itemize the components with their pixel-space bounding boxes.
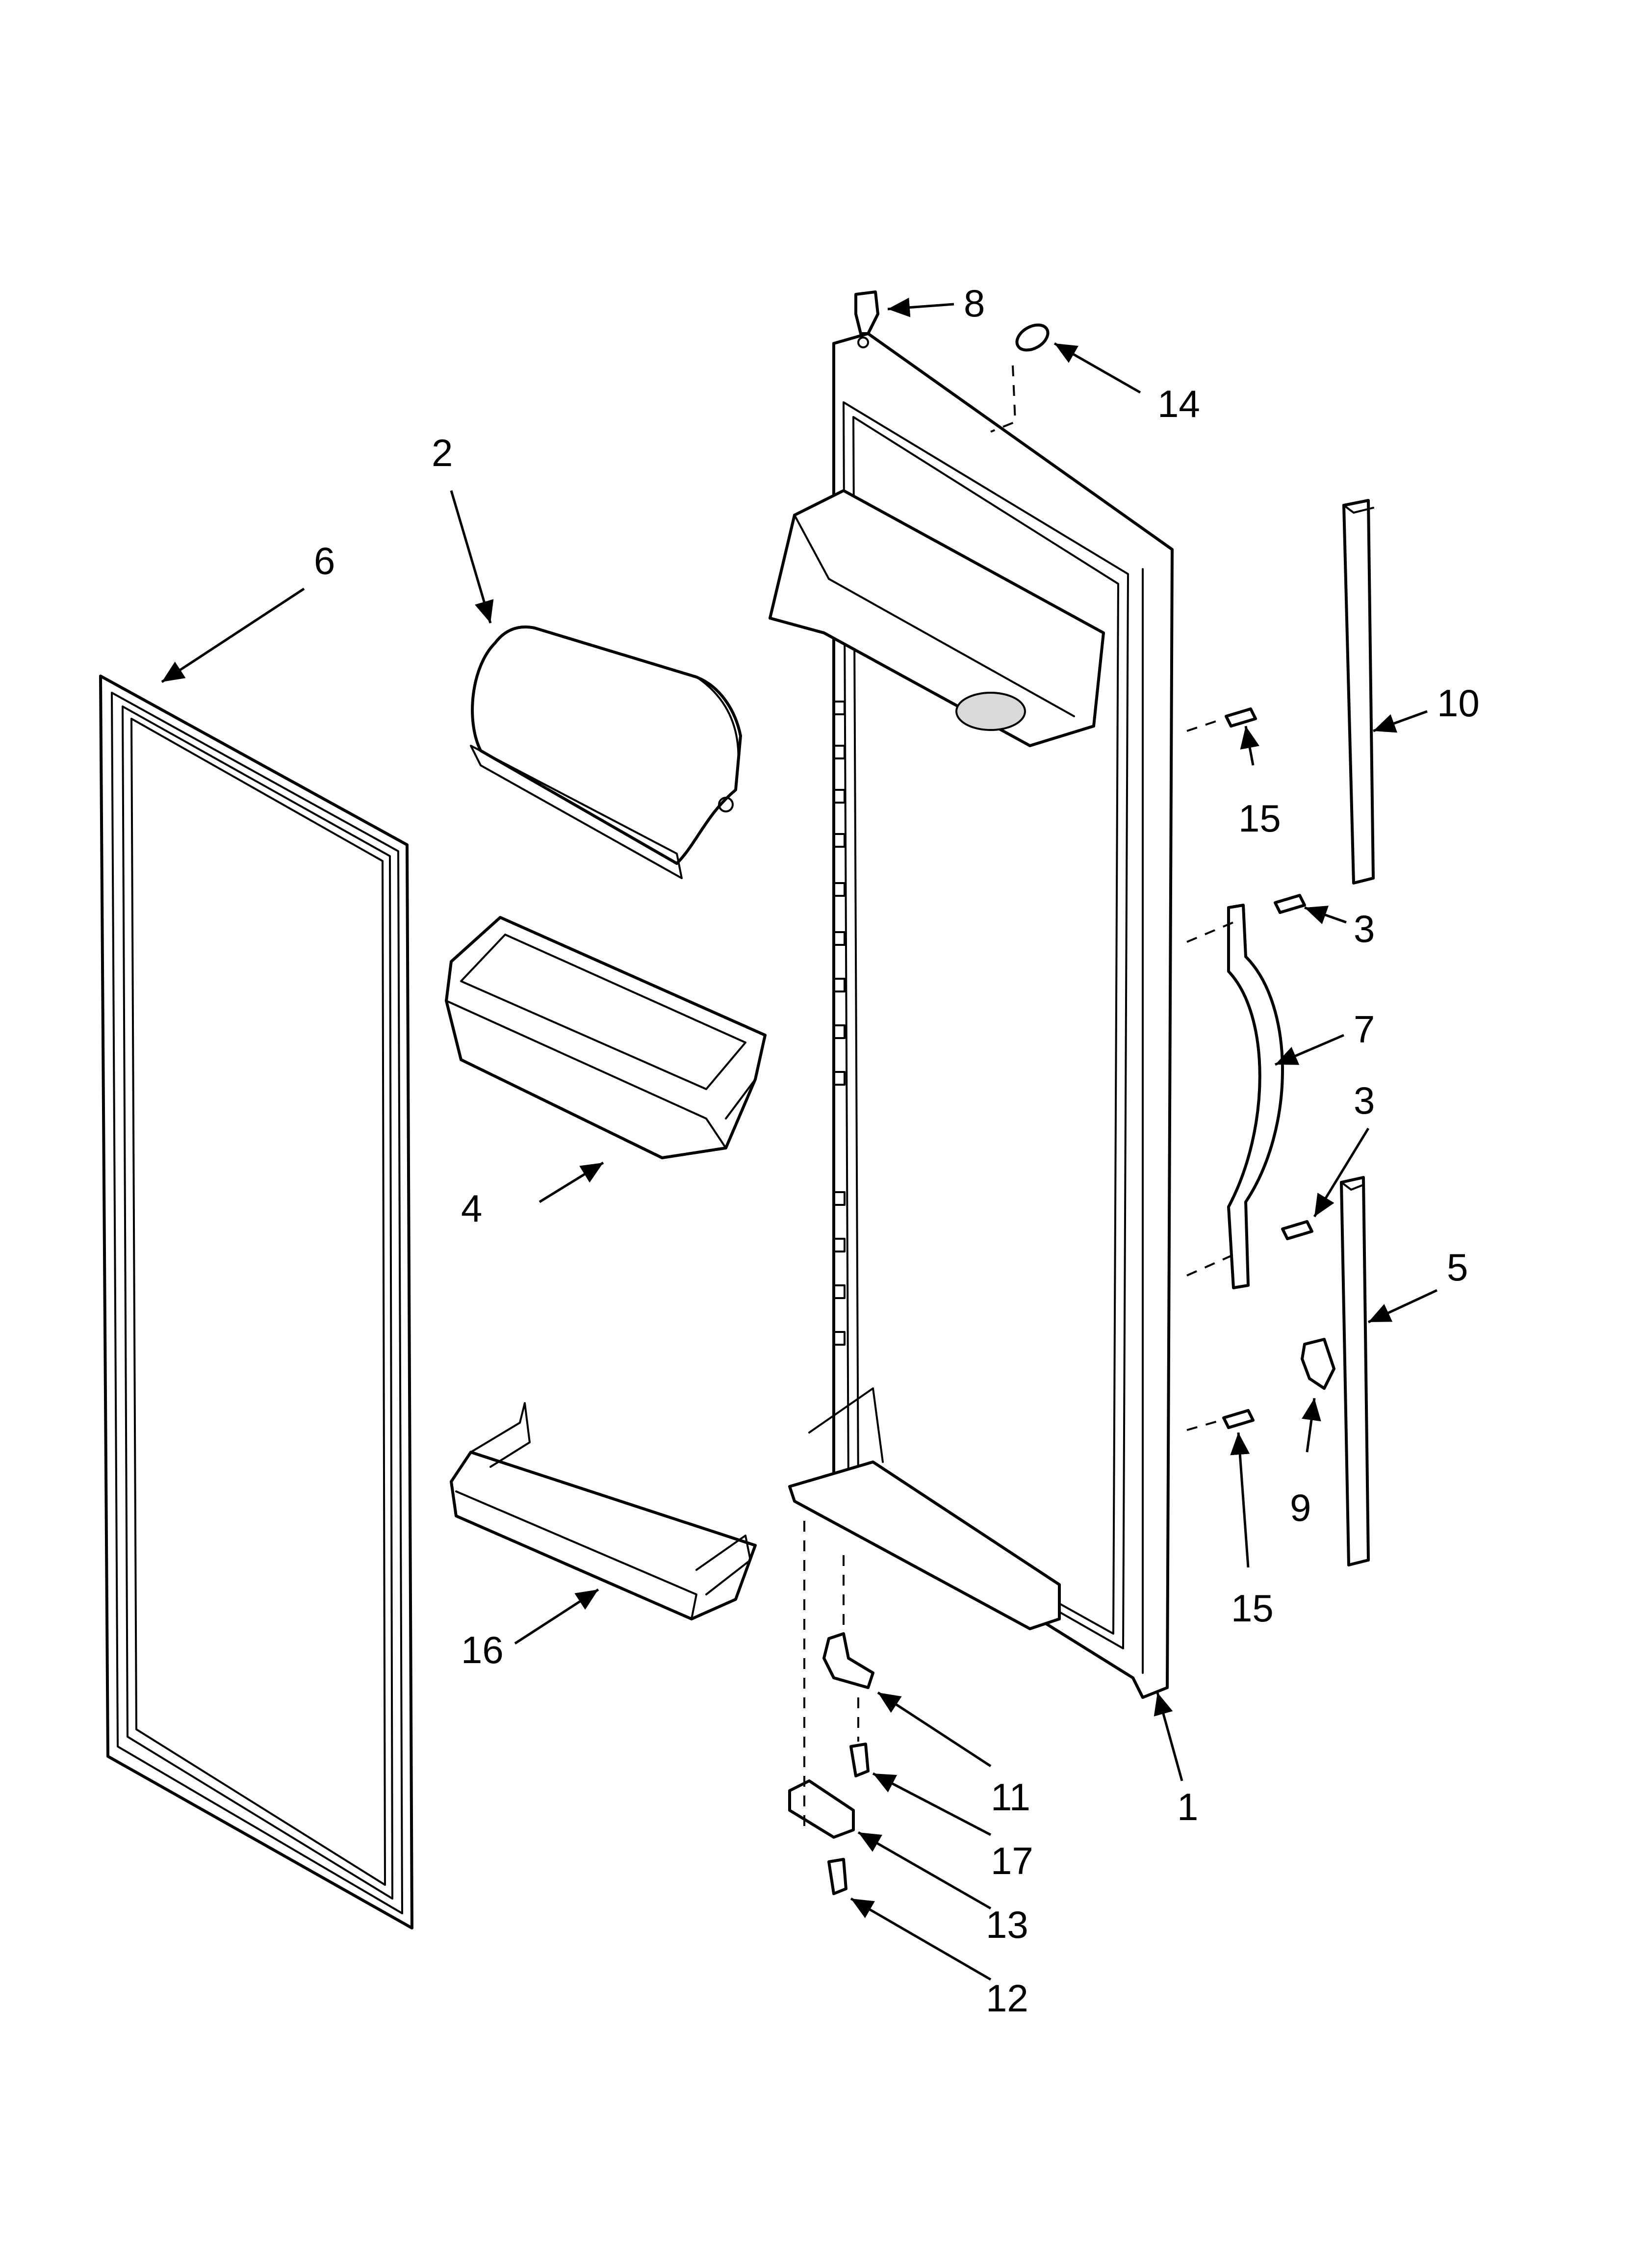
callout-2: 2 [432,431,453,474]
trim-screw-lower-part [1222,1409,1255,1429]
callout-3-upper: 3 [1354,907,1375,950]
callout-leader-lines [161,297,1438,1981]
handle-screw-upper-part [1274,894,1306,914]
handle-screw-lower-part [1281,1220,1313,1240]
assembly-guide-lines [803,365,1234,1830]
callout-10: 10 [1437,681,1480,725]
ring-part [1015,323,1050,352]
callout-17: 17 [991,1839,1033,1882]
trim-strip-lower-part [1340,1176,1370,1566]
callout-4: 4 [461,1187,482,1230]
trim-screw-upper-part [1225,707,1257,728]
trim-clip-part [1301,1338,1335,1390]
callout-1: 1 [1177,1785,1198,1828]
callout-15-upper: 15 [1238,797,1281,840]
callout-9: 9 [1290,1486,1311,1529]
hinge-block-screw-part [827,1858,847,1895]
callout-11: 11 [991,1775,1030,1819]
lower-hinge-bracket-part [822,1632,874,1689]
door-bin-part [445,916,767,1159]
callout-5: 5 [1447,1246,1468,1289]
dairy-cover-part [470,626,742,879]
callout-14: 14 [1157,382,1200,425]
door-gasket-part [99,675,413,1929]
callout-12: 12 [986,1977,1028,2020]
callout-7: 7 [1354,1008,1375,1051]
callout-16: 16 [461,1628,504,1671]
callout-6: 6 [314,539,335,582]
hinge-bushing-part [854,290,879,335]
callout-3-lower: 3 [1354,1079,1375,1122]
refrigerator-door-part [769,332,1174,1699]
door-handle-part [1227,904,1284,1289]
hinge-screw-part [849,1743,870,1777]
callout-8: 8 [964,282,985,325]
door-liner-shelf-dimples [833,701,846,1346]
lower-door-rail-part [450,1402,757,1620]
callout-labels: 1 2 3 3 4 5 6 7 8 9 10 11 12 13 14 15 15… [314,282,1480,2020]
hinge-block-part [788,1779,855,1839]
trim-strip-upper-part [1342,499,1375,885]
callout-15-lower: 15 [1231,1587,1274,1630]
callout-13: 13 [986,1903,1028,1946]
